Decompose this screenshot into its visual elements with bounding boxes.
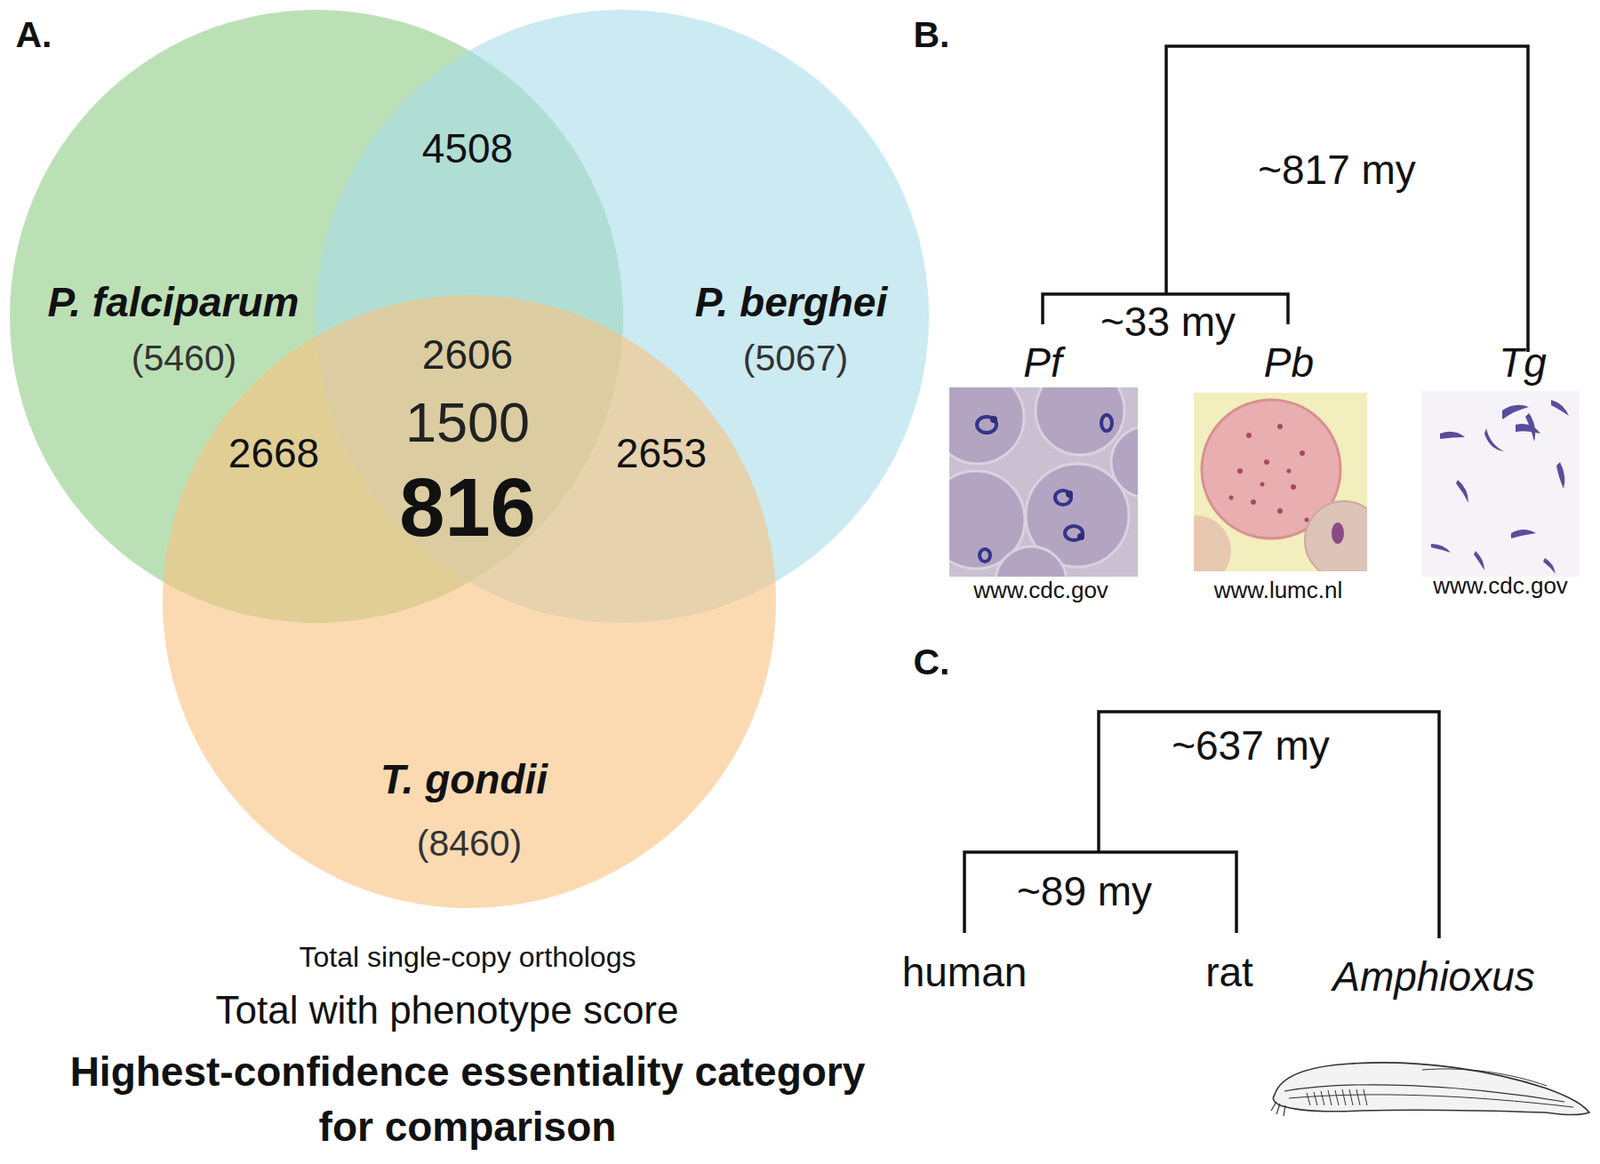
- species-name: P. falciparum: [48, 278, 300, 328]
- species-name: T. gondii: [380, 755, 548, 805]
- key-text: Total with phenotype score: [216, 987, 680, 1035]
- ortholog-count: (8460): [416, 822, 523, 866]
- image-credit: www.cdc.gov: [1432, 572, 1568, 600]
- panel-letter: A.: [16, 13, 53, 57]
- tree-b: [1042, 46, 1528, 352]
- panel-letter: C.: [913, 640, 951, 685]
- divergence-time: ~89 my: [1016, 867, 1152, 917]
- pb-micrograph: [1193, 392, 1368, 572]
- taxon-name: rat: [1205, 948, 1254, 998]
- taxon-name: Pf: [1023, 338, 1062, 388]
- overlap-count: 1500: [405, 389, 530, 457]
- divergence-time: ~817 my: [1257, 145, 1416, 195]
- panel-letter: B.: [913, 13, 951, 57]
- ortholog-count: (5067): [743, 336, 849, 381]
- pf-micrograph: [949, 387, 1138, 577]
- image-credit: www.lumc.nl: [1214, 576, 1343, 605]
- taxon-name: Amphioxus: [1332, 952, 1536, 1002]
- overlap-count: 4508: [422, 124, 513, 174]
- image-credit: www.cdc.gov: [973, 576, 1109, 605]
- circle-outline: [162, 295, 776, 909]
- overlap-count: 816: [399, 458, 536, 557]
- ortholog-count: (5460): [131, 336, 238, 381]
- circle-fill: [162, 295, 776, 909]
- key-text: Highest-confidence essentiality category…: [67, 1044, 868, 1155]
- overlap-count: 2668: [228, 429, 320, 479]
- divergence-time: ~637 my: [1171, 721, 1330, 771]
- tree-c: [964, 712, 1440, 939]
- overlap-count: 2653: [616, 429, 707, 479]
- species-name: P. berghei: [695, 278, 888, 328]
- taxon-name: Tg: [1498, 338, 1547, 388]
- taxon-name: human: [902, 948, 1028, 998]
- divergence-time: ~33 my: [1100, 297, 1236, 347]
- tg-micrograph: [1421, 391, 1580, 577]
- taxon-name: Pb: [1264, 338, 1314, 388]
- venn-circle: T. gondii (8460): [162, 295, 776, 909]
- amphioxus-drawing: [1271, 1063, 1590, 1117]
- overlap-count: 2606: [422, 330, 513, 380]
- key-text: Total single-copy orthologs: [299, 940, 637, 975]
